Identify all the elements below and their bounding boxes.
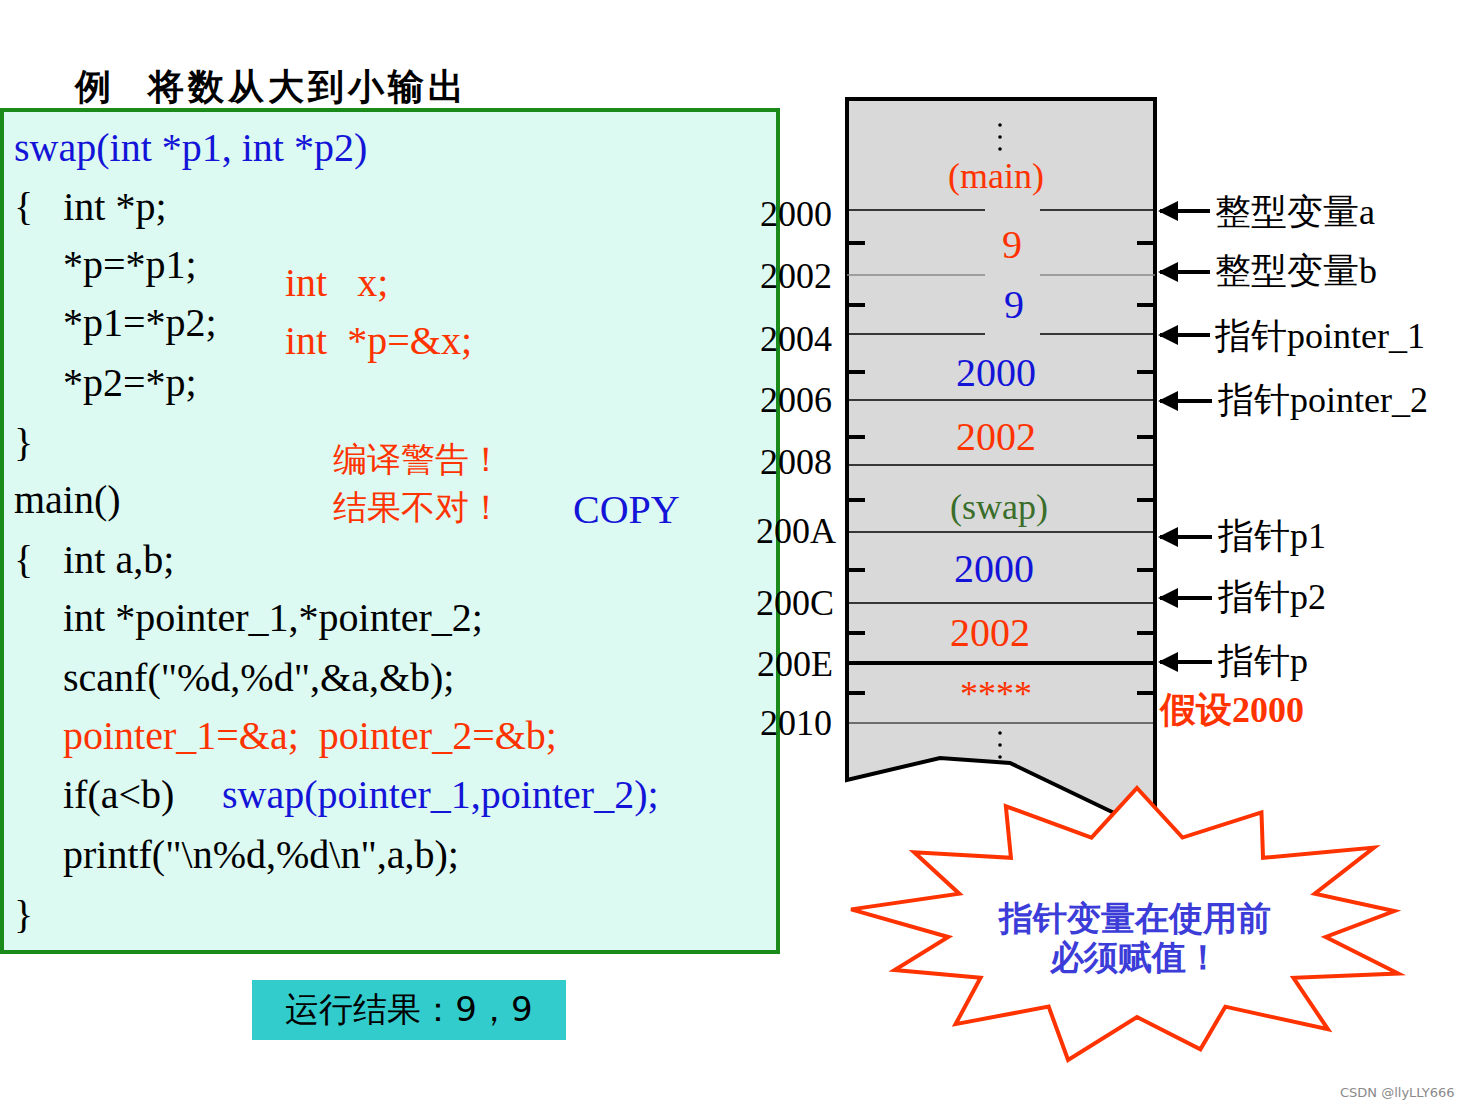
memory-value: 2002	[950, 610, 1030, 656]
code-line: *p2=*p;	[63, 360, 197, 406]
arrow-a	[1160, 209, 1210, 213]
ellipsis-dot	[998, 135, 1002, 139]
box-text: 指针变量在使用前 必须赋值！	[990, 899, 1280, 977]
memory-cell-line	[847, 723, 1155, 724]
memory-value: ****	[960, 674, 1032, 715]
code-line: }	[14, 420, 33, 466]
pointer-label: 指针p1	[1218, 516, 1326, 557]
byte-tick	[847, 691, 865, 695]
variable-label: 整型变量b	[1215, 251, 1377, 292]
box-text: 运行结果：9，9	[285, 990, 532, 1029]
pointer-label: 指针pointer_1	[1215, 316, 1425, 357]
arrow-p1	[1160, 535, 1212, 539]
address: 200A	[756, 511, 836, 552]
byte-tick	[1137, 303, 1155, 307]
pointer-label: 指针p2	[1218, 577, 1326, 618]
memory-outline	[845, 97, 1157, 835]
byte-tick	[847, 568, 865, 572]
code-line: swap(int *p1, int *p2)	[14, 125, 367, 171]
ellipsis-dot	[998, 743, 1002, 747]
address: 2002	[760, 256, 832, 297]
code-line: *p1=*p2;	[63, 300, 217, 346]
memory-cell-line	[847, 333, 985, 335]
code-line: { int *p;	[14, 184, 167, 230]
annotation: int *p=&x;	[285, 318, 472, 364]
arrow-p	[1160, 660, 1212, 664]
memory-cell-line	[847, 602, 1155, 604]
byte-tick	[847, 631, 865, 635]
memory-value: 2000	[954, 546, 1034, 592]
byte-tick	[1137, 435, 1155, 439]
annotation: 编译警告！	[333, 440, 503, 479]
address: 200C	[756, 583, 834, 624]
address: 2004	[760, 319, 832, 360]
address: 2006	[760, 380, 832, 421]
ellipsis-dot	[998, 755, 1002, 759]
code-line: { int a,b;	[14, 537, 174, 583]
pointer-arrows	[1160, 211, 1212, 662]
ellipsis-dot	[998, 123, 1002, 127]
arrow-p2	[1160, 596, 1212, 600]
memory-value: 2002	[956, 414, 1036, 460]
starburst-shape	[851, 788, 1398, 1060]
assumption-note: 假设2000	[1160, 690, 1304, 731]
memory-column: (main) 9 9 2000 2002 (swap) 2000 2002 ****	[845, 97, 1157, 835]
code-line: pointer_1=&a; pointer_2=&b;	[63, 713, 557, 759]
ellipsis-dot	[998, 731, 1002, 735]
address: 2010	[760, 703, 832, 744]
arrow-b	[1160, 270, 1210, 274]
address: 2008	[760, 442, 832, 483]
memory-value: 2000	[956, 350, 1036, 396]
code-line: int *pointer_1,*pointer_2;	[63, 595, 483, 641]
byte-tick	[1137, 241, 1155, 245]
pointer-label: 指针p	[1218, 641, 1308, 682]
byte-tick	[1137, 568, 1155, 572]
annotation: int x;	[285, 260, 388, 306]
result-box: 运行结果：9，9	[252, 980, 566, 1040]
code-line: swap(pointer_1,pointer_2);	[222, 772, 659, 818]
memory-value: (swap)	[950, 487, 1048, 528]
memory-cell-line	[1040, 333, 1155, 335]
code-line: if(a<b)	[63, 772, 174, 818]
copy-label: COPY	[573, 487, 680, 533]
code-line: *p=*p1;	[63, 242, 197, 288]
slide-title: 例 将数从大到小输出	[75, 66, 468, 107]
memory-cell-line	[847, 209, 985, 211]
address: 200E	[757, 644, 833, 685]
ellipsis-dot	[998, 147, 1002, 151]
byte-tick	[847, 498, 865, 502]
variable-label: 整型变量a	[1215, 192, 1375, 233]
memory-value: 9	[1002, 222, 1022, 268]
byte-tick	[847, 241, 865, 245]
arrow-pointer2	[1160, 399, 1212, 403]
pointer-label: 指针pointer_2	[1218, 380, 1428, 421]
memory-cell-line	[847, 399, 1155, 401]
memory-body	[847, 99, 1155, 830]
byte-tick	[847, 303, 865, 307]
byte-tick	[1137, 631, 1155, 635]
memory-cell-line	[847, 531, 1155, 533]
byte-tick	[1137, 370, 1155, 374]
code-line: main()	[14, 477, 121, 523]
byte-tick	[847, 435, 865, 439]
memory-value: (main)	[948, 156, 1044, 197]
annotation: 结果不对！	[333, 488, 503, 527]
arrow-pointer1	[1160, 333, 1210, 337]
memory-cell-line	[847, 661, 1155, 665]
byte-tick	[1137, 691, 1155, 695]
memory-cell-line	[1040, 274, 1155, 276]
address: 2000	[760, 194, 832, 235]
warning-starburst: 指针变量在使用前 必须赋值！	[845, 785, 1430, 1067]
memory-cell-line	[1040, 209, 1155, 211]
watermark: CSDN @llyLLY666	[1340, 1086, 1455, 1101]
memory-cell-line	[847, 464, 1155, 466]
code-line: scanf("%d,%d",&a,&b);	[63, 655, 454, 701]
byte-tick	[847, 370, 865, 374]
byte-tick	[1137, 498, 1155, 502]
memory-cell-line	[847, 274, 985, 276]
code-line: }	[14, 892, 33, 938]
code-line: printf("\n%d,%d\n",a,b);	[63, 832, 459, 878]
memory-value: 9	[1004, 282, 1024, 328]
